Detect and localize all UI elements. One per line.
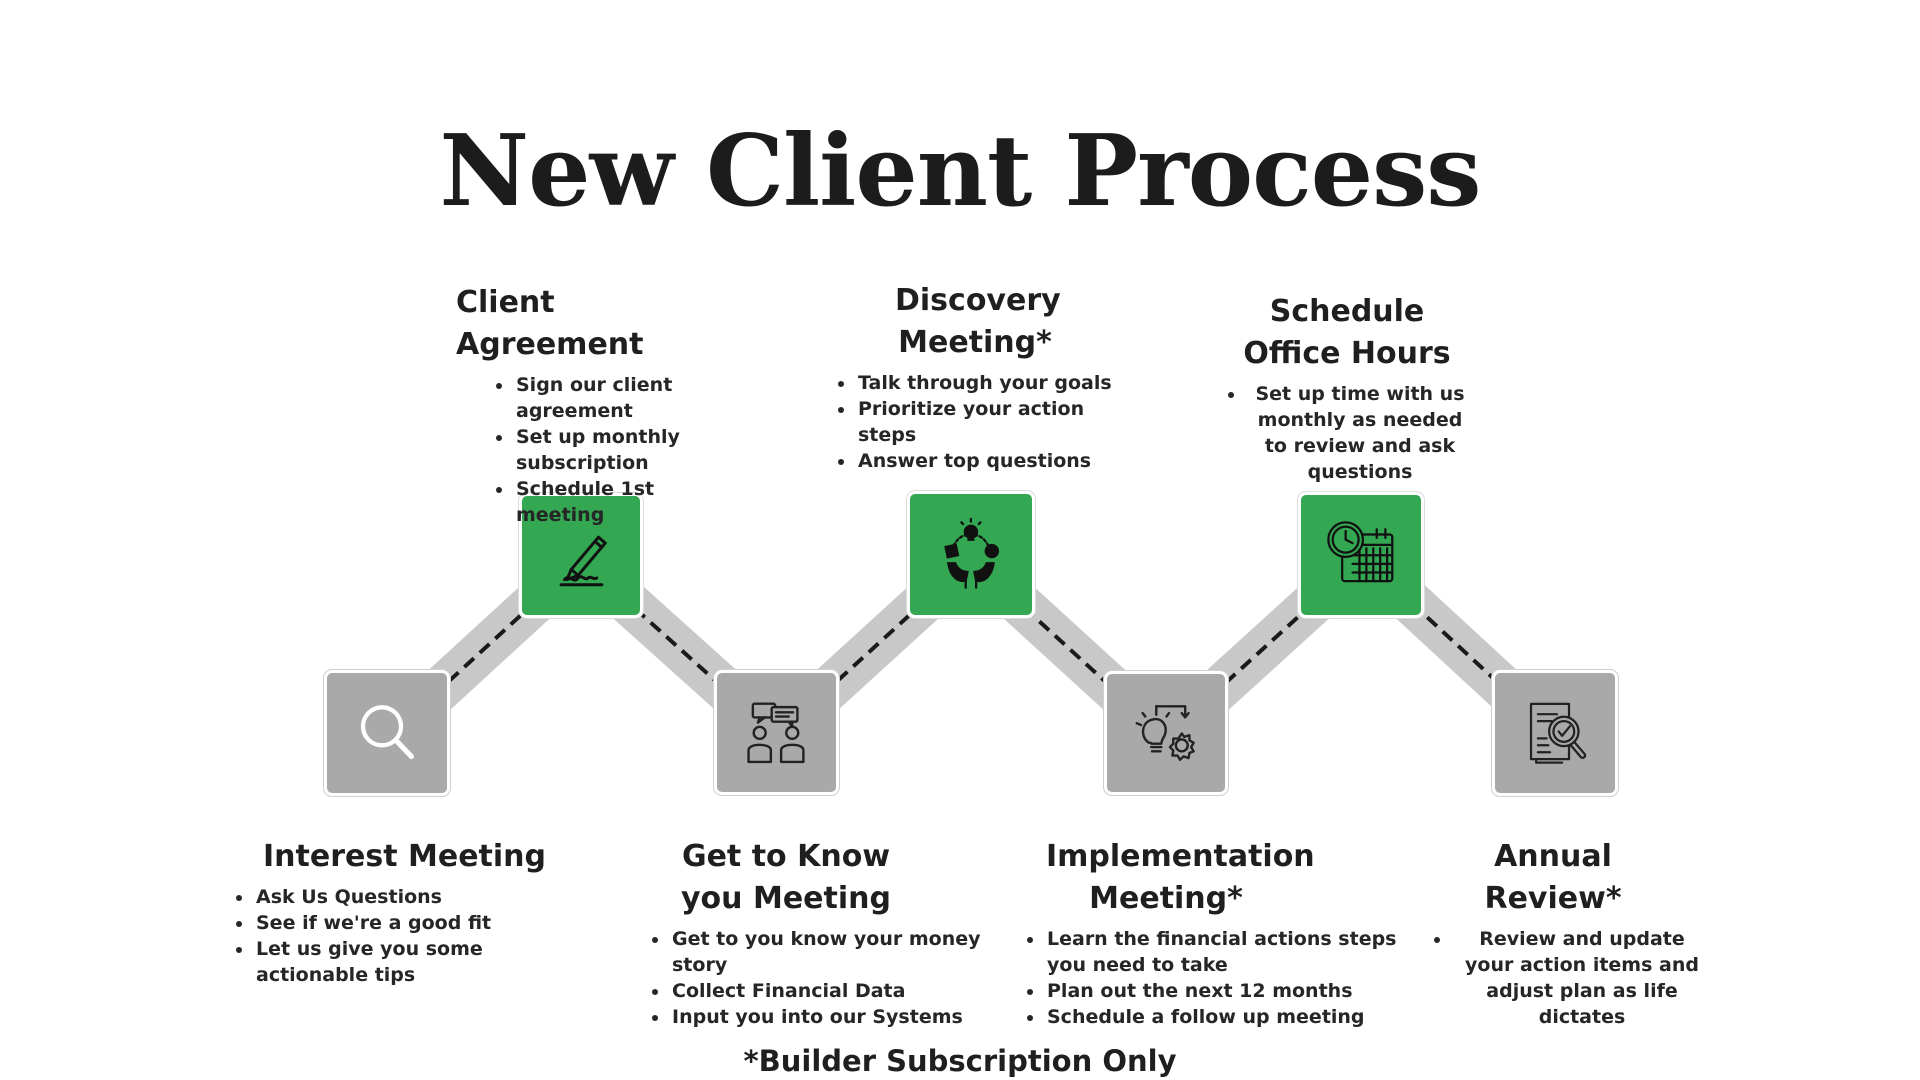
magnifying-glass-icon [360,704,414,759]
step-3-text: Get to Know you Meeting Get to you know … [646,836,1026,1030]
lightbulb-gear-icon [1135,704,1195,761]
bullet-list: Review and update your action items and … [1428,926,1710,1030]
list-item: Talk through your goals [856,370,1132,396]
step-title: Discovery Meeting* [895,283,1061,360]
step-title: Get to Know you Meeting [681,839,891,916]
pen-signature-icon [559,535,607,586]
step-title: Implementation Meeting* [1046,839,1315,916]
bullet-list: Get to you know your money story Collect… [646,926,1026,1030]
list-item: Plan out the next 12 months [1045,978,1401,1004]
page-title: New Client Process [439,114,1482,229]
list-item: Schedule 1st meeting [514,476,746,528]
step-6-tile [1298,492,1424,618]
list-item: Prioritize your action steps [856,396,1132,448]
step-1-text: Interest Meeting Ask Us Questions See if… [230,836,570,988]
step-5-text: Implementation Meeting* Learn the financ… [1021,836,1401,1030]
bullet-list: Set up time with us monthly as needed to… [1222,381,1472,485]
step-title: Annual Review* [1484,839,1622,916]
step-4-tile [907,491,1035,618]
conversation-people-icon [747,702,805,763]
list-item: Review and update your action items and … [1452,926,1710,1030]
list-item: Let us give you some actionable tips [254,936,570,988]
step-5-tile [1104,671,1228,795]
list-item: Set up monthly subscription [514,424,746,476]
step-title: Client Agreement [456,285,644,362]
bullet-list: Ask Us Questions See if we're a good fit… [230,884,570,988]
list-item: See if we're a good fit [254,910,570,936]
list-item: Schedule a follow up meeting [1045,1004,1401,1030]
step-3-tile [714,670,839,795]
document-check-icon [1529,702,1586,764]
list-item: Get to you know your money story [670,926,1026,978]
step-6-text: Schedule Office Hours Set up time with u… [1222,291,1472,485]
bullet-list: Talk through your goals Prioritize your … [832,370,1132,474]
step-1-tile [324,670,450,796]
step-4-text: Discovery Meeting* Talk through your goa… [832,280,1132,474]
step-7-tile [1492,670,1618,796]
idea-hands-icon [944,517,1000,589]
step-title: Interest Meeting [263,839,546,874]
list-item: Answer top questions [856,448,1132,474]
list-item: Input you into our Systems [670,1004,1026,1030]
list-item: Set up time with us monthly as needed to… [1246,381,1472,485]
list-item: Learn the financial actions steps you ne… [1045,926,1401,978]
list-item: Collect Financial Data [670,978,1026,1004]
step-2-text: Client Agreement Sign our client agreeme… [456,282,746,528]
bullet-list: Learn the financial actions steps you ne… [1021,926,1401,1030]
step-2-tile [519,493,643,618]
footnote: *Builder Subscription Only [743,1044,1177,1078]
list-item: Ask Us Questions [254,884,570,910]
list-item: Sign our client agreement [514,372,746,424]
step-title: Schedule Office Hours [1243,294,1451,371]
bullet-list: Sign our client agreement Set up monthly… [490,372,746,528]
clock-calendar-icon [1327,521,1394,583]
step-7-text: Annual Review* Review and update your ac… [1420,836,1710,1030]
